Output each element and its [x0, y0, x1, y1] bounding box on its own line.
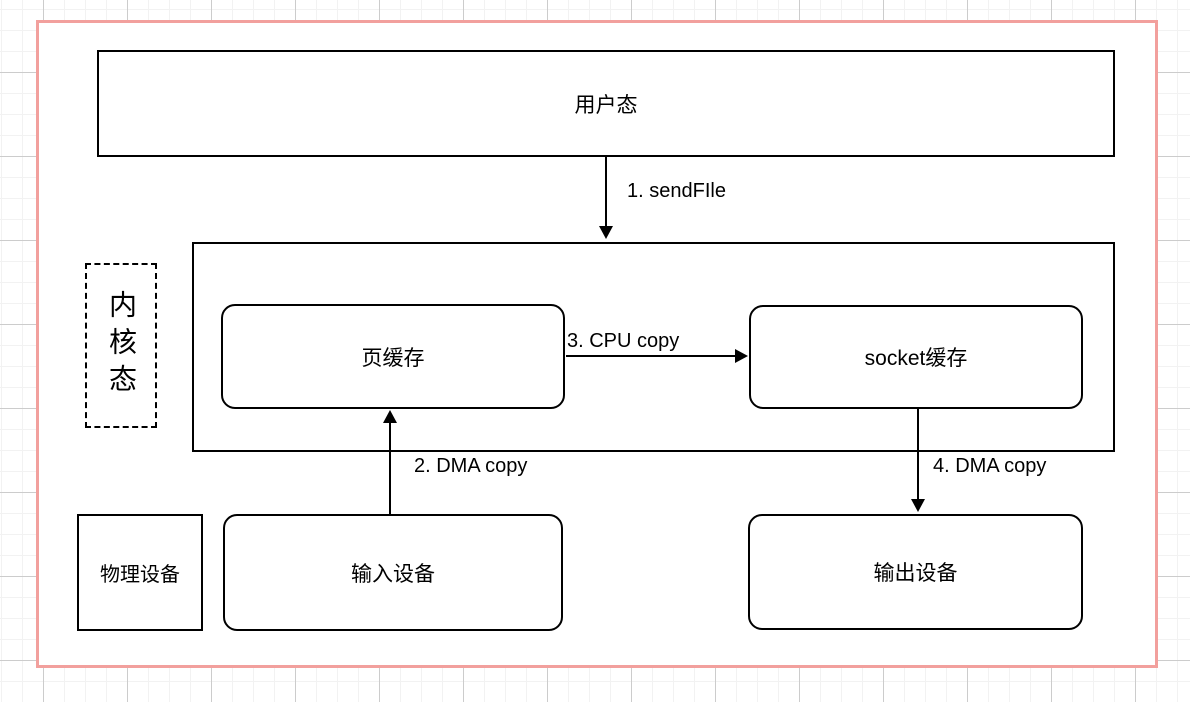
node-physical-device-label: 物理设备: [100, 564, 180, 586]
node-input-device[interactable]: 输入设备: [223, 514, 563, 631]
node-output-device[interactable]: 输出设备: [748, 514, 1083, 630]
node-page-cache[interactable]: 页缓存: [221, 304, 565, 409]
node-page-cache-label: 页缓存: [361, 346, 425, 370]
edge-dma-copy-in-label: 2. DMA copy: [414, 455, 528, 477]
node-socket-buffer-label: socket缓存: [864, 347, 968, 370]
node-physical-device[interactable]: 物理设备: [77, 514, 203, 631]
edge-cpu-copy-label: 3. CPU copy: [567, 330, 680, 352]
edge-dma-copy-out-arrowhead-icon: [911, 499, 925, 512]
node-input-device-label: 输入设备: [351, 562, 435, 586]
edge-dma-copy-out-label: 4. DMA copy: [933, 455, 1047, 477]
edge-cpu-copy-line: [566, 355, 736, 357]
node-kernel-container[interactable]: [192, 242, 1115, 452]
node-kernel-mode-tag[interactable]: 内核态: [85, 263, 157, 428]
edge-sendfile-arrowhead-icon: [599, 226, 613, 239]
node-output-device-label: 输出设备: [873, 562, 958, 585]
edge-dma-copy-out-line: [917, 409, 919, 499]
edge-cpu-copy-arrowhead-icon: [735, 349, 748, 363]
edge-sendfile-label: 1. sendFIle: [627, 180, 726, 202]
node-user-mode-label: 用户态: [574, 93, 638, 117]
edge-dma-copy-in-arrowhead-icon: [383, 410, 397, 423]
node-user-mode[interactable]: 用户态: [97, 50, 1115, 157]
node-kernel-mode-label: 内核态: [106, 290, 137, 401]
node-socket-buffer[interactable]: socket缓存: [749, 305, 1083, 409]
edge-dma-copy-in-line: [389, 423, 391, 514]
edge-sendfile-line: [605, 157, 607, 227]
